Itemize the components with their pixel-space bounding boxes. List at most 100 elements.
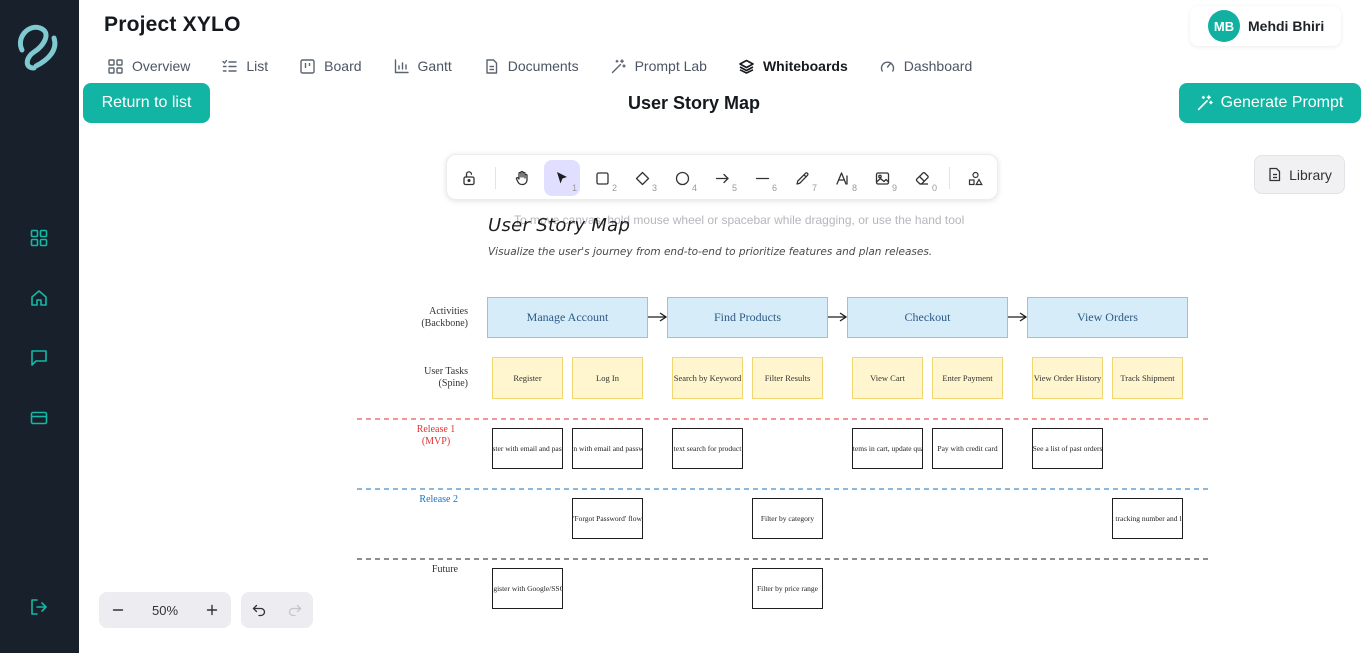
return-to-list-button[interactable]: Return to list: [83, 83, 210, 123]
tab-dashboard[interactable]: Dashboard: [880, 58, 973, 74]
task-card[interactable]: View Cart: [852, 357, 923, 399]
story-card[interactable]: ister with email and pass: [492, 428, 563, 469]
diamond-tool[interactable]: 3: [624, 160, 660, 196]
story-card[interactable]: egister with Google/SSO: [492, 568, 563, 609]
chat-nav-icon[interactable]: [27, 346, 51, 370]
story-card[interactable]: Pay with credit card: [932, 428, 1003, 469]
story-card[interactable]: Filter by category: [752, 498, 823, 539]
tab-label: List: [246, 58, 269, 74]
list-icon: [222, 59, 238, 72]
arrow-right-icon: [715, 173, 729, 183]
library-label: Library: [1289, 166, 1332, 183]
shortcut-key: 2: [611, 183, 617, 193]
user-menu[interactable]: MB Mehdi Bhiri: [1190, 6, 1341, 46]
row-label-future: Future: [431, 564, 458, 575]
tab-board[interactable]: Board: [300, 58, 362, 74]
shortcut-key: 6: [771, 183, 777, 193]
task-card[interactable]: View Order History: [1032, 357, 1103, 399]
tab-overview[interactable]: Overview: [108, 58, 190, 74]
task-card[interactable]: Enter Payment: [932, 357, 1003, 399]
app-logo[interactable]: [14, 20, 64, 74]
rectangle-icon: [595, 171, 609, 185]
shortcut-key: 5: [731, 183, 737, 193]
eraser-tool[interactable]: 0: [904, 160, 940, 196]
tab-label: Documents: [507, 58, 579, 74]
tab-list[interactable]: List: [222, 58, 268, 74]
task-card[interactable]: Filter Results: [752, 357, 823, 399]
story-card[interactable]: Filter by price range: [752, 568, 823, 609]
undo-icon: [252, 604, 266, 617]
task-card[interactable]: Search by Keyword: [672, 357, 743, 399]
row-label-release-1: Release 1 (MVP): [390, 424, 458, 448]
tab-prompt-lab[interactable]: Prompt Lab: [611, 58, 707, 74]
hand-tool[interactable]: [504, 160, 540, 196]
user-name: Mehdi Bhiri: [1248, 18, 1325, 34]
task-card[interactable]: Track Shipment: [1112, 357, 1183, 399]
arrow-tool[interactable]: 5: [704, 160, 740, 196]
toolbar-divider: [495, 167, 496, 189]
activity-card[interactable]: View Orders: [1027, 297, 1188, 338]
activity-card[interactable]: Manage Account: [487, 297, 648, 338]
tab-whiteboards[interactable]: Whiteboards: [739, 58, 848, 74]
home-nav-icon[interactable]: [27, 286, 51, 310]
activity-card[interactable]: Find Products: [667, 297, 828, 338]
row-label-release-2: Release 2: [419, 494, 458, 505]
rectangle-tool[interactable]: 2: [584, 160, 620, 196]
grid-nav-icon[interactable]: [27, 226, 51, 250]
story-card[interactable]: See a list of past orders: [1032, 428, 1103, 469]
magic-wand-icon: [1197, 95, 1213, 111]
diamond-icon: [635, 171, 649, 185]
shortcut-key: 7: [811, 183, 817, 193]
library-icon: [1269, 167, 1281, 182]
card-nav-icon[interactable]: [27, 406, 51, 430]
generate-prompt-button[interactable]: Generate Prompt: [1179, 83, 1361, 123]
pencil-icon: [795, 171, 809, 185]
history-controls: [241, 592, 313, 628]
tab-label: Dashboard: [903, 58, 973, 74]
library-button[interactable]: Library: [1254, 155, 1345, 194]
ellipse-tool[interactable]: 4: [664, 160, 700, 196]
story-card[interactable]: 'Forgot Password' flow: [572, 498, 643, 539]
canvas-toolbar: 1 2 3 4 5 6 7 8: [446, 154, 998, 200]
task-card[interactable]: Register: [492, 357, 563, 399]
tab-label: Overview: [132, 58, 191, 74]
redo-button[interactable]: [286, 601, 304, 619]
zoom-in-button[interactable]: [203, 601, 221, 619]
story-card[interactable]: t tracking number and li: [1112, 498, 1183, 539]
canvas-hint: To move canvas, hold mouse wheel or spac…: [514, 213, 965, 227]
lock-tool[interactable]: [451, 160, 487, 196]
image-icon: [875, 171, 889, 185]
more-tools[interactable]: [957, 160, 993, 196]
row-label-line: Release 1: [416, 424, 456, 435]
draw-tool[interactable]: 7: [784, 160, 820, 196]
activity-card[interactable]: Checkout: [847, 297, 1008, 338]
whiteboard-subtitle[interactable]: Visualize the user's journey from end-to…: [488, 246, 933, 258]
task-card[interactable]: Log In: [572, 357, 643, 399]
tab-label: Board: [324, 58, 362, 74]
zoom-out-button[interactable]: [109, 601, 127, 619]
line-tool[interactable]: 6: [744, 160, 780, 196]
row-label-line: (Backbone): [421, 318, 468, 329]
image-tool[interactable]: 9: [864, 160, 900, 196]
text-tool[interactable]: 8: [824, 160, 860, 196]
board-title: User Story Map: [627, 93, 761, 113]
layers-icon: [739, 59, 754, 74]
selection-tool[interactable]: 1: [544, 160, 580, 196]
zoom-controls: 50%: [99, 592, 231, 628]
text-icon: [835, 171, 848, 185]
shortcut-key: 0: [931, 183, 937, 193]
whiteboard-heading[interactable]: User Story Map: [488, 215, 631, 236]
story-card[interactable]: in with email and passw: [572, 428, 643, 469]
zoom-level[interactable]: 50%: [151, 602, 179, 618]
story-card[interactable]: text search for product: [672, 428, 743, 469]
tab-gantt[interactable]: Gantt: [394, 58, 452, 74]
redo-icon: [288, 604, 302, 617]
tab-label: Prompt Lab: [634, 58, 707, 74]
left-rail: [0, 0, 79, 653]
logout-icon[interactable]: [27, 595, 51, 619]
undo-button[interactable]: [250, 601, 268, 619]
story-card[interactable]: items in cart, update qua: [852, 428, 923, 469]
pointer-icon: [557, 172, 567, 184]
generate-prompt-label: Generate Prompt: [1220, 94, 1344, 111]
tab-documents[interactable]: Documents: [484, 58, 579, 74]
